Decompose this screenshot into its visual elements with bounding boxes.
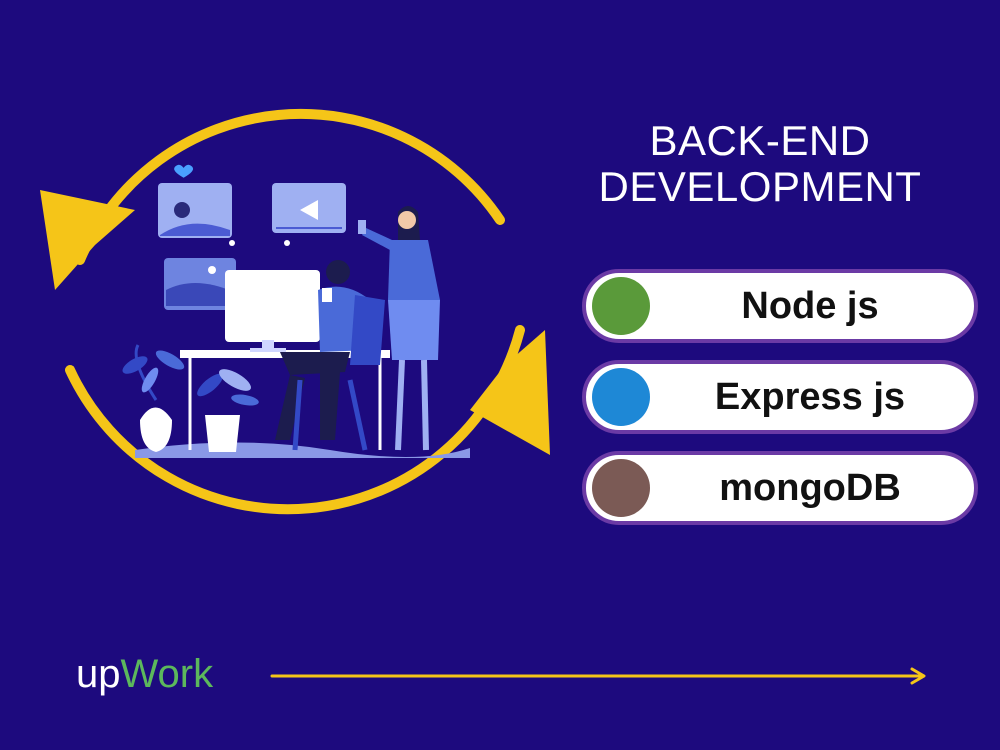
brand-part-up: up [76, 652, 121, 696]
heading-line-1: BACK-END [649, 117, 871, 164]
tech-label-nodejs: Node js [741, 285, 879, 327]
right-arrow-icon [270, 667, 926, 685]
page-heading: BACK-END DEVELOPMENT [560, 118, 960, 210]
upwork-logo: upWork [76, 650, 213, 698]
developer-illustration [40, 108, 550, 515]
image-card-icon [158, 183, 232, 238]
tech-pill-mongodb: mongoDB [582, 451, 978, 525]
video-card-icon [272, 183, 346, 233]
tech-dot-expressjs [592, 368, 650, 426]
tech-label-mongodb: mongoDB [719, 467, 901, 509]
standing-woman [358, 206, 440, 451]
brand-part-work: Work [120, 652, 214, 696]
potted-plant-icon [197, 369, 259, 452]
arrowhead-bottom-right-icon [470, 330, 550, 455]
technology-list: Node js Express js mongoDB [582, 269, 978, 542]
tech-pill-expressjs: Express js [582, 360, 978, 434]
heading-line-2: DEVELOPMENT [598, 163, 922, 210]
tech-pill-nodejs: Node js [582, 269, 978, 343]
tech-dot-mongodb [592, 459, 650, 517]
monitor-icon [225, 270, 320, 352]
floor-shape [135, 442, 470, 458]
plant-vase-icon [122, 344, 185, 452]
chair-icon [292, 295, 385, 451]
arrowhead-top-left-icon [40, 190, 135, 290]
heart-icon [174, 164, 290, 246]
photo-card-icon [164, 258, 236, 310]
tech-label-expressjs: Express js [714, 376, 906, 418]
tech-dot-nodejs [592, 277, 650, 335]
